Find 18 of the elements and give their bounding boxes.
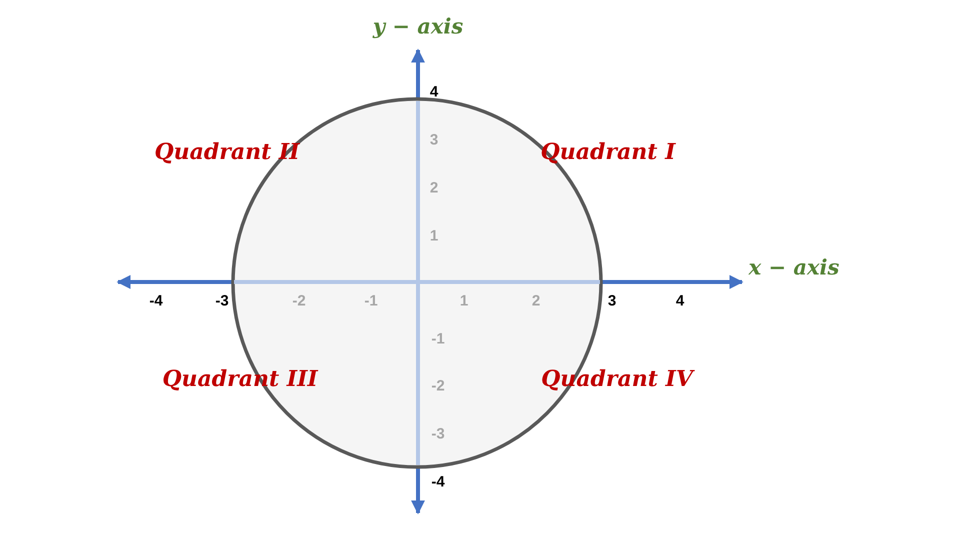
tick-label: -2: [292, 294, 306, 308]
tick-label: 3: [608, 294, 616, 308]
tick-label: -3: [215, 294, 229, 308]
tick-label: -1: [364, 294, 378, 308]
tick-label: -4: [431, 474, 445, 490]
tick-label: -1: [431, 332, 445, 346]
axis-label: y − axis: [372, 16, 464, 36]
tick-label: -3: [431, 426, 445, 442]
tick-label: 1: [460, 294, 468, 308]
tick-label: -2: [431, 378, 445, 394]
tick-label: 2: [532, 294, 540, 308]
tick-label: 4: [430, 84, 438, 100]
axis-label: x − axis: [748, 256, 840, 278]
tick-label: 2: [430, 180, 438, 196]
tick-label: 4: [676, 294, 684, 308]
tick-label: 3: [430, 132, 438, 148]
tick-label: -4: [149, 294, 163, 308]
tick-label: 1: [430, 228, 438, 244]
